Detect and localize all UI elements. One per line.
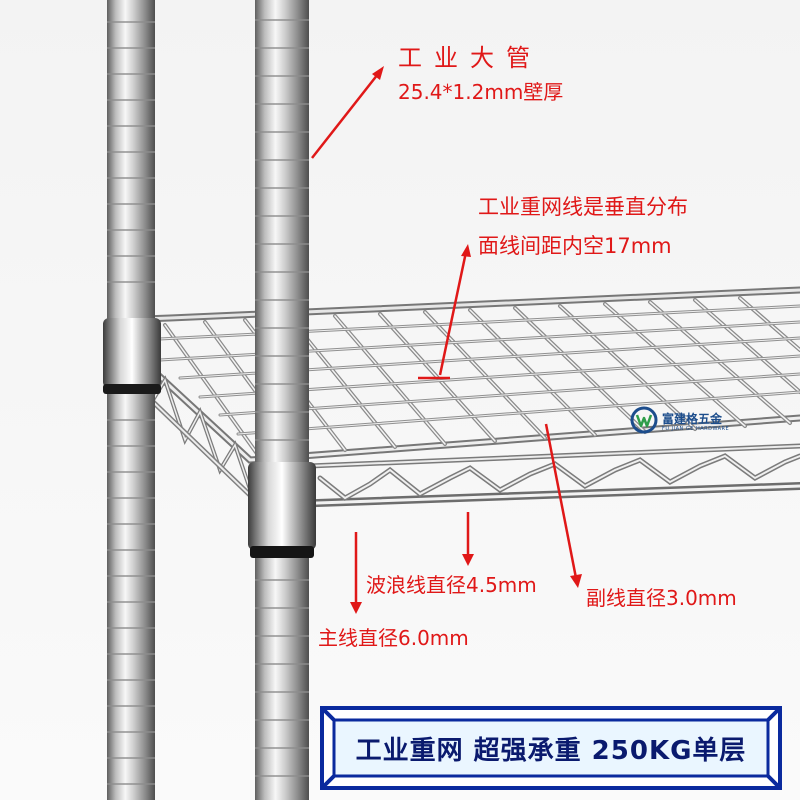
brand-mark-icon: [630, 406, 658, 434]
pipe-spec-label: 25.4*1.2mm壁厚: [398, 80, 564, 104]
left-post: [103, 0, 161, 800]
brand-logo: 富建格五金 FU JIAN GE HARDWARE: [630, 404, 740, 440]
wave-wire-label: 波浪线直径4.5mm: [366, 573, 537, 597]
mesh-note-line2: 面线间距内空17mm: [478, 234, 672, 258]
mesh-note-line1: 工业重网线是垂直分布: [478, 195, 688, 219]
sub-wire-label: 副线直径3.0mm: [586, 586, 737, 610]
brand-name-en: FU JIAN GE HARDWARE: [662, 426, 730, 432]
main-wire-label: 主线直径6.0mm: [318, 626, 469, 650]
banner-text: 工业重网 超强承重 250KG单层: [355, 735, 747, 766]
front-post: [248, 0, 316, 800]
callout-arrows: [311, 66, 582, 614]
promo-banner: 工业重网 超强承重 250KG单层: [320, 706, 782, 790]
pipe-title-label: 工业大管: [398, 44, 542, 72]
brand-name-cn: 富建格五金: [662, 412, 723, 426]
banner-frame: [320, 706, 782, 790]
